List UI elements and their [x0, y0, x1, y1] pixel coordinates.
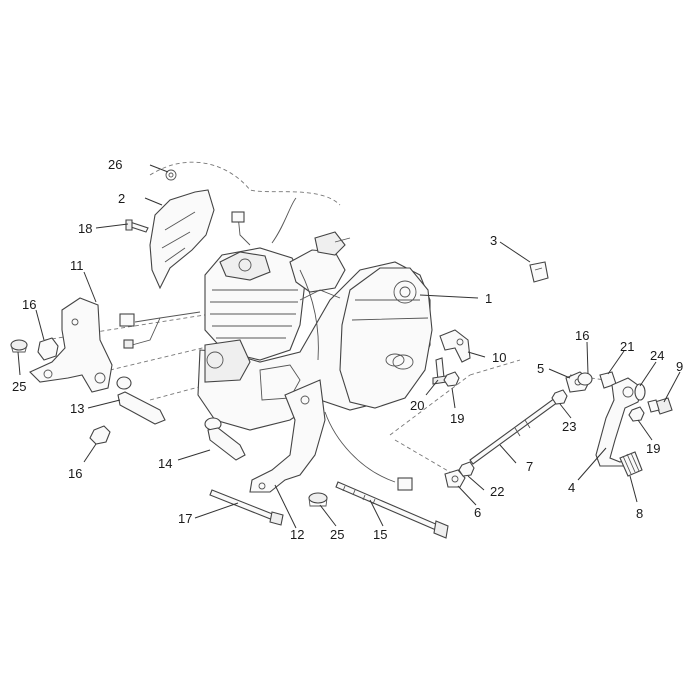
part-24-washer — [634, 383, 646, 401]
callout-5: 5 — [537, 361, 544, 376]
part-2-cover — [149, 169, 215, 290]
callout-2: 2 — [118, 191, 125, 206]
part-9-bolt — [647, 397, 673, 415]
callout-25-lower: 25 — [330, 527, 344, 542]
callout-11: 11 — [70, 258, 84, 273]
callout-17: 17 — [178, 511, 192, 526]
callout-3: 3 — [490, 233, 497, 248]
part-15-bolt — [335, 481, 449, 539]
callout-19-center: 19 — [450, 411, 464, 426]
part-16-bushing-right — [577, 372, 593, 386]
part-7-rod — [469, 397, 559, 465]
part-23-nut — [551, 389, 568, 405]
bushings-left — [10, 337, 59, 361]
callout-25-left: 25 — [12, 379, 26, 394]
callout-22: 22 — [490, 484, 504, 499]
callout-16-right: 16 — [575, 328, 589, 343]
callout-leader-lines — [17, 164, 681, 529]
callout-1: 1 — [485, 291, 492, 306]
engine-block — [119, 197, 433, 491]
callout-14: 14 — [158, 456, 172, 471]
part-12-bracket — [249, 379, 326, 493]
callout-9: 9 — [676, 359, 683, 374]
callout-16-left: 16 — [22, 297, 36, 312]
part-19-nut — [443, 371, 460, 387]
callout-10: 10 — [492, 350, 506, 365]
part-13-link — [89, 376, 166, 445]
callout-23: 23 — [562, 419, 576, 434]
callout-16-lower: 16 — [68, 466, 82, 481]
callout-26: 26 — [108, 157, 122, 172]
callout-13: 13 — [70, 401, 84, 416]
part-18-bolt — [125, 219, 149, 233]
part-8-pedal-rubber — [619, 451, 643, 477]
callout-12: 12 — [290, 527, 304, 542]
part-22-nut — [458, 461, 475, 477]
part-10-lever — [439, 329, 471, 363]
callout-labels: 26 2 18 3 1 11 16 25 10 20 19 13 16 14 1… — [12, 157, 683, 542]
part-14-link — [204, 417, 246, 461]
part-11-bracket — [29, 297, 113, 393]
part-20-bolt — [432, 357, 447, 385]
callout-7: 7 — [526, 459, 533, 474]
callout-6: 6 — [474, 505, 481, 520]
callout-21: 21 — [620, 339, 634, 354]
callout-20: 20 — [410, 398, 424, 413]
part-3-clip — [529, 261, 549, 283]
part-19-nut-right — [628, 406, 645, 422]
callout-4: 4 — [568, 480, 575, 495]
callout-19-right: 19 — [646, 441, 660, 456]
callout-15: 15 — [373, 527, 387, 542]
callout-8: 8 — [636, 506, 643, 521]
part-6-rod-end — [444, 469, 466, 488]
callout-24: 24 — [650, 348, 664, 363]
callout-18: 18 — [78, 221, 92, 236]
part-17-bolt — [209, 489, 284, 526]
bushing-lower — [308, 492, 328, 507]
